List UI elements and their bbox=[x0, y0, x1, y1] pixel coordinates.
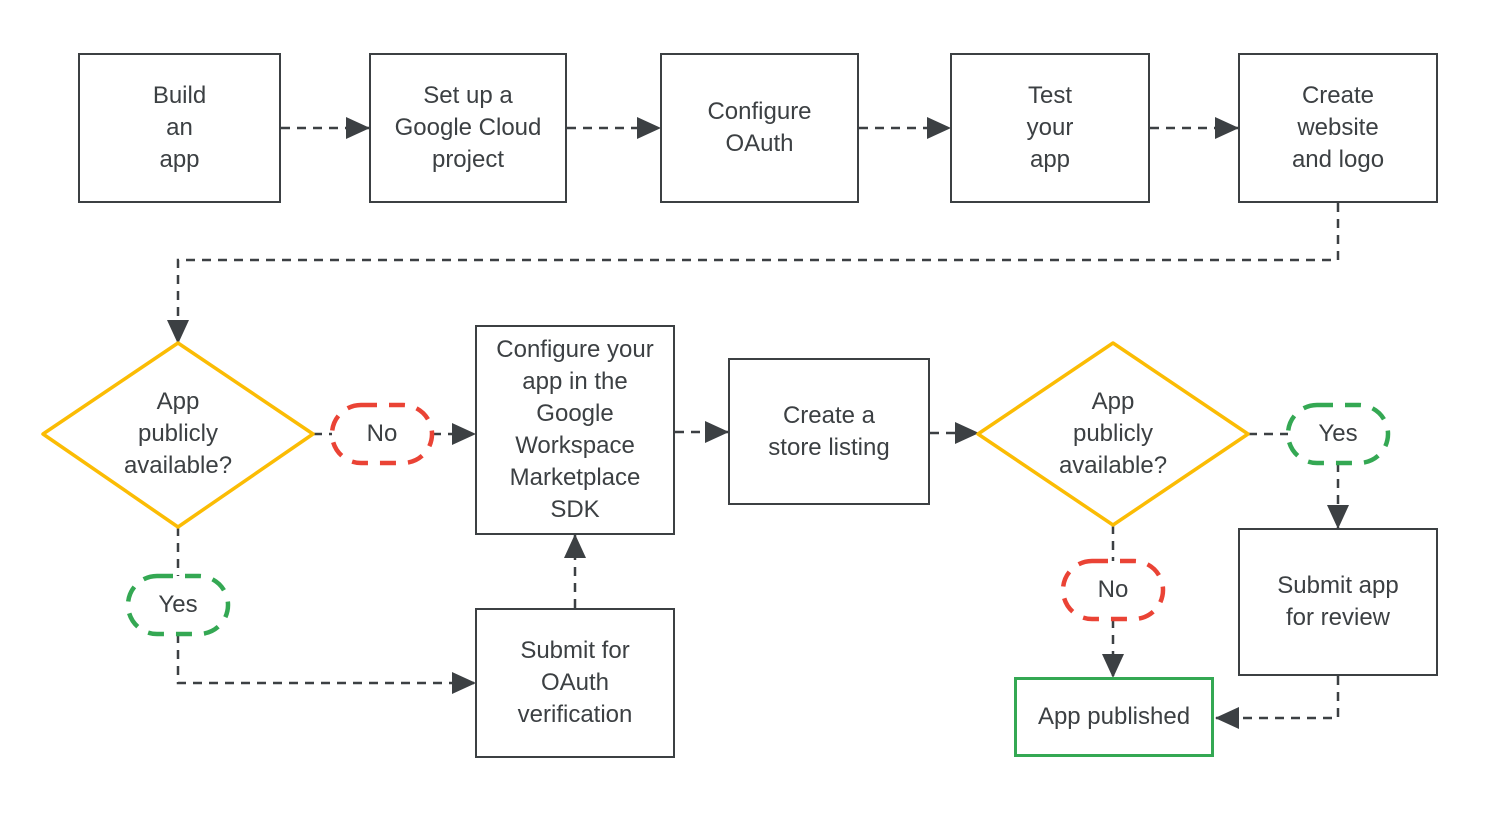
yes-right-label: Yes bbox=[1318, 420, 1358, 447]
no-right-oval bbox=[1060, 558, 1166, 622]
step-submit-app-for-review: Submit app for review bbox=[1238, 528, 1438, 676]
no-left-label: No bbox=[366, 420, 398, 447]
decision-right-label: App publicly available? bbox=[1058, 388, 1168, 479]
step-setup-google-cloud-project: Set up a Google Cloud project bbox=[369, 53, 567, 203]
decision-left-diamond bbox=[41, 341, 315, 529]
step-build-app: Build an app bbox=[78, 53, 281, 203]
step-app-published: App published bbox=[1014, 677, 1214, 757]
yes-left-label: Yes bbox=[158, 591, 198, 618]
no-left-oval bbox=[329, 402, 435, 466]
decision-left-label: App publicly available? bbox=[123, 388, 233, 479]
step-submit-oauth-verification: Submit for OAuth verification bbox=[475, 608, 675, 758]
edge-submit-review-to-app-published bbox=[1215, 676, 1340, 729]
edge-yes-to-submit-oauth bbox=[176, 634, 476, 694]
step-configure-oauth: Configure OAuth bbox=[660, 53, 859, 203]
step-configure-marketplace-sdk: Configure your app in the Google Workspa… bbox=[475, 325, 675, 535]
step-create-website-logo: Create website and logo bbox=[1238, 53, 1438, 203]
step-create-store-listing: Create a store listing bbox=[728, 358, 930, 505]
step-test-your-app: Test your app bbox=[950, 53, 1150, 203]
yes-right-oval bbox=[1285, 402, 1391, 466]
decision-right-diamond bbox=[976, 341, 1250, 527]
edge-website-to-decision-left bbox=[167, 203, 1340, 344]
yes-left-oval bbox=[125, 573, 231, 637]
no-right-label: No bbox=[1097, 576, 1129, 603]
